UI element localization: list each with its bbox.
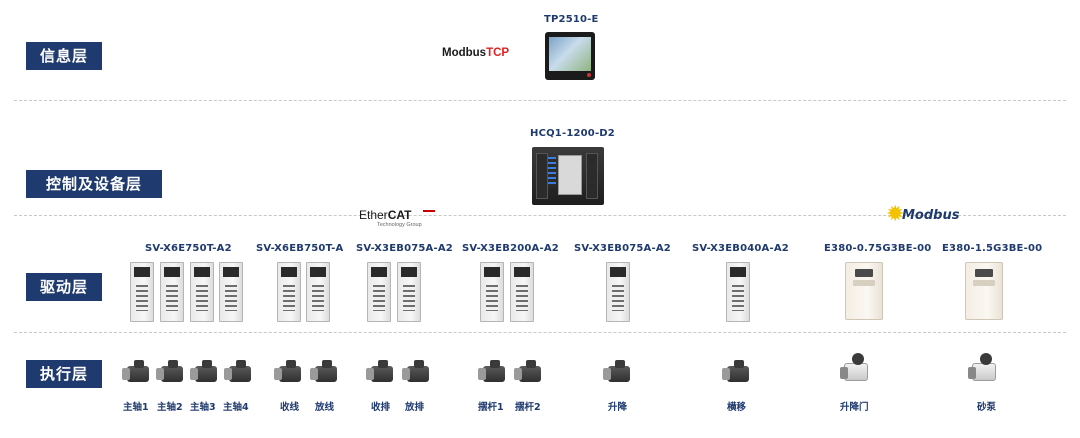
axis-label: 升降 <box>608 402 628 413</box>
servo-motor-icon <box>722 360 752 382</box>
drive-model: E380-1.5G3BE-00 <box>942 243 1043 254</box>
servo-drive <box>130 262 154 322</box>
servo-motor-icon <box>122 360 152 382</box>
servo-motor-icon <box>156 360 186 382</box>
axis-label: 主轴2 <box>157 402 183 413</box>
ethercat-sub: Technology Group <box>377 222 422 228</box>
servo-motor-icon <box>366 360 396 382</box>
axis-label: 主轴1 <box>123 402 149 413</box>
servo-drive <box>606 262 630 322</box>
servo-drive <box>510 262 534 322</box>
servo-motor-icon <box>224 360 254 382</box>
layer-label-exec: 执行层 <box>26 360 102 388</box>
servo-motor-icon <box>190 360 220 382</box>
axis-label: 升降门 <box>840 402 869 413</box>
modbus-star-icon: ✹ <box>886 202 905 227</box>
ethercat-arrow-icon <box>423 210 435 218</box>
servo-drive <box>480 262 504 322</box>
servo-motor-icon <box>310 360 340 382</box>
drive-model: SV-X6EB750T-A <box>256 243 344 254</box>
layer-label-info: 信息层 <box>26 42 102 70</box>
servo-motor-icon <box>603 360 633 382</box>
axis-label: 摆杆1 <box>478 402 504 413</box>
hmi-button <box>587 73 591 77</box>
axis-label: 主轴4 <box>223 402 249 413</box>
layer-label-drive: 驱动层 <box>26 273 102 301</box>
hmi-screen <box>549 37 591 71</box>
drive-model: SV-X6E750T-A2 <box>145 243 232 254</box>
ethercat-bold: CAT <box>387 208 412 222</box>
plc-door <box>558 155 582 195</box>
servo-motor-icon <box>514 360 544 382</box>
divider-3 <box>14 332 1066 333</box>
servo-drive <box>219 262 243 322</box>
servo-motor-icon <box>274 360 304 382</box>
drive-model: E380-0.75G3BE-00 <box>824 243 932 254</box>
plc-device <box>532 147 604 205</box>
ethercat-main: Ether <box>359 208 388 222</box>
axis-label: 收排 <box>371 402 391 413</box>
hmi-model: TP2510-E <box>544 14 599 25</box>
induction-motor-icon <box>968 353 998 383</box>
drive-model: SV-X3EB200A-A2 <box>462 243 559 254</box>
drive-model: SV-X3EB075A-A2 <box>574 243 671 254</box>
servo-motor-icon <box>478 360 508 382</box>
servo-motor-icon <box>402 360 432 382</box>
servo-drive <box>160 262 184 322</box>
servo-drive <box>726 262 750 322</box>
plc-slot <box>536 153 548 199</box>
inverter-drive <box>965 262 1003 320</box>
modbus-logo: ✹ Modbus <box>884 203 964 229</box>
axis-label: 放线 <box>315 402 335 413</box>
drive-model: SV-X3EB075A-A2 <box>356 243 453 254</box>
axis-label: 砂泵 <box>977 402 997 413</box>
modbus-tcp-label: ModbusTCP <box>442 47 509 59</box>
servo-drive <box>190 262 214 322</box>
plc-model: HCQ1-1200-D2 <box>530 128 615 139</box>
servo-drive <box>397 262 421 322</box>
modbus-tcp-suffix: TCP <box>486 47 510 59</box>
plc-slot <box>586 153 598 199</box>
axis-label: 放排 <box>405 402 425 413</box>
divider-2 <box>14 215 1066 216</box>
axis-label: 摆杆2 <box>515 402 541 413</box>
modbus-tcp-main: Modbus <box>442 47 487 59</box>
plc-led <box>548 157 556 187</box>
servo-drive <box>306 262 330 322</box>
layer-label-control: 控制及设备层 <box>26 170 162 198</box>
modbus-text: Modbus <box>902 208 960 223</box>
servo-drive <box>367 262 391 322</box>
servo-drive <box>277 262 301 322</box>
ethercat-text: EtherCAT <box>359 208 411 222</box>
inverter-drive <box>845 262 883 320</box>
axis-label: 收线 <box>280 402 300 413</box>
divider-1 <box>14 100 1066 101</box>
drive-model: SV-X3EB040A-A2 <box>692 243 789 254</box>
axis-label: 主轴3 <box>190 402 216 413</box>
induction-motor-icon <box>840 353 870 383</box>
axis-label: 横移 <box>727 402 747 413</box>
hmi-device <box>545 32 595 80</box>
ethercat-logo: EtherCAT Technology Group <box>359 208 439 232</box>
